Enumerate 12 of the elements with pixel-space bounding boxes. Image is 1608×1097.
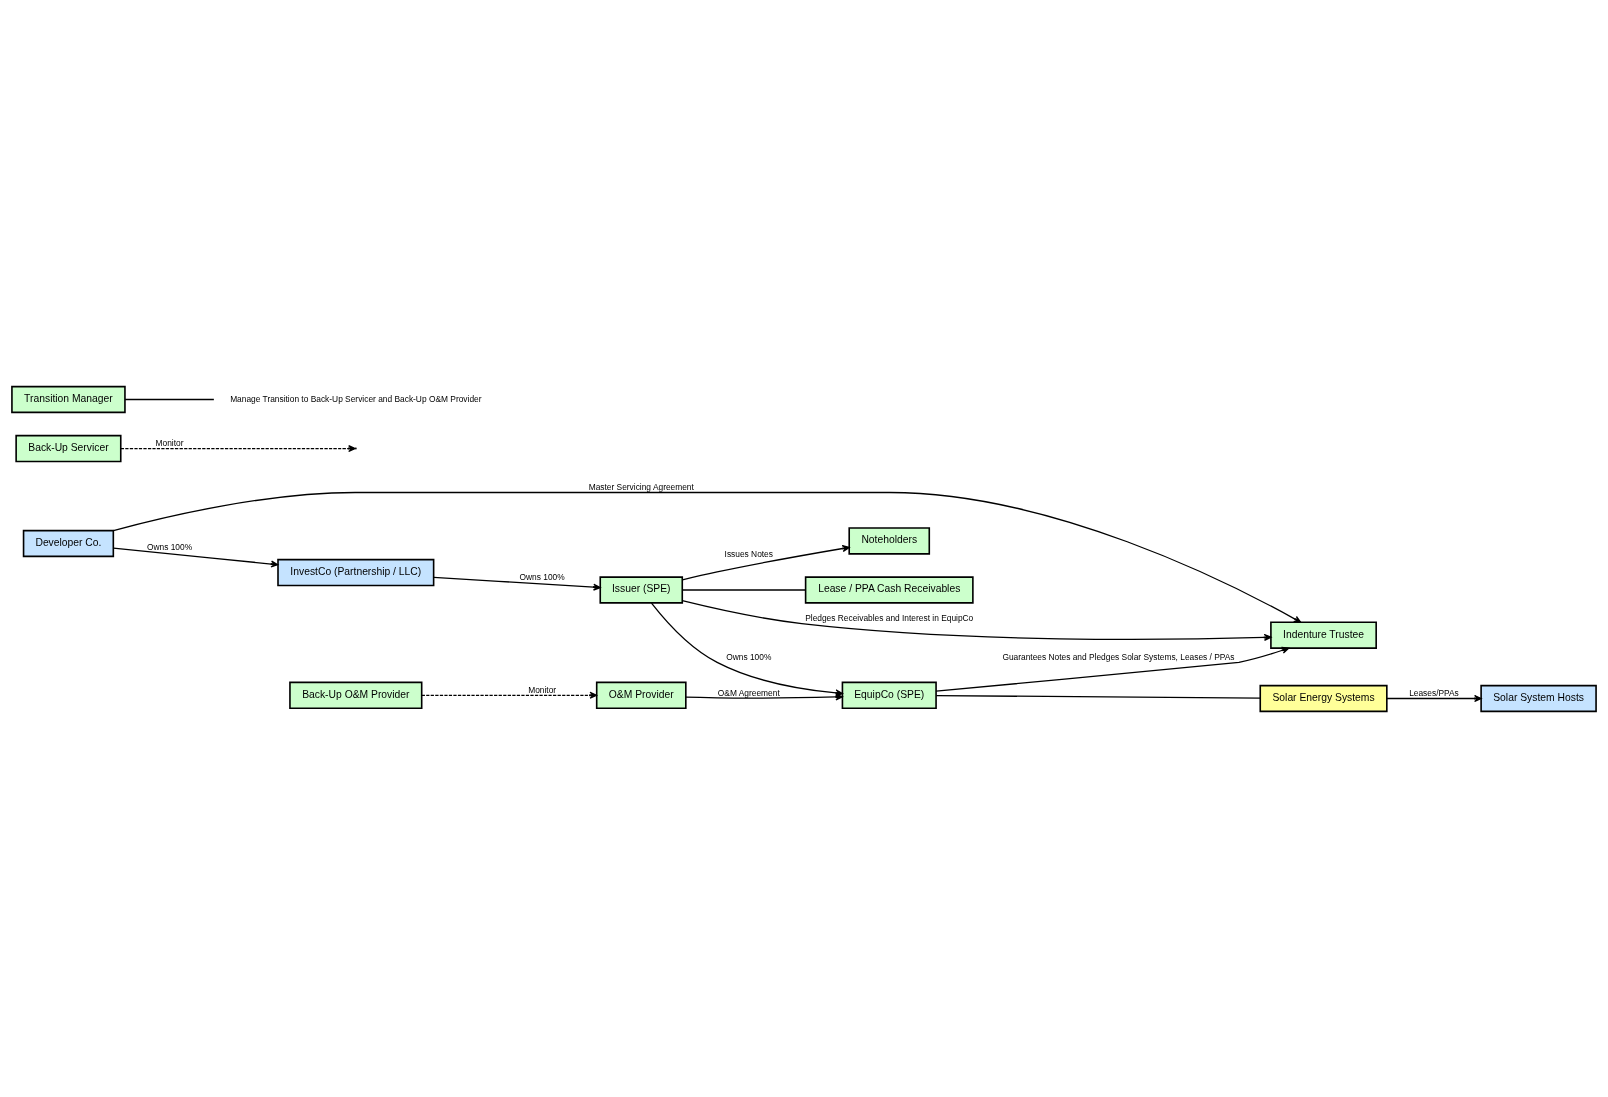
edge-label: Pledges Receivables and Interest in EquipCo — [805, 612, 974, 623]
edge-label: Leases/PPAs — [1409, 687, 1459, 698]
edge-label: Owns 100% — [146, 541, 193, 552]
edge-label: Master Servicing Agreement — [588, 481, 694, 492]
edge-label: O&M Agreement — [717, 687, 780, 698]
edge-label: Guarantees Notes and Pledges Solar Systems, Leases / PPAs — [1002, 651, 1235, 662]
edge-label: Issues Notes — [724, 548, 773, 559]
edge-label: Owns 100% — [726, 651, 772, 662]
node-text: Manage Transition to Back-Up Servicer and Back-Up O&M Provider — [230, 393, 482, 404]
edge-label: Monitor — [528, 684, 557, 695]
edge-label: Owns 100% — [519, 571, 565, 582]
edge-label: Monitor — [155, 437, 184, 448]
